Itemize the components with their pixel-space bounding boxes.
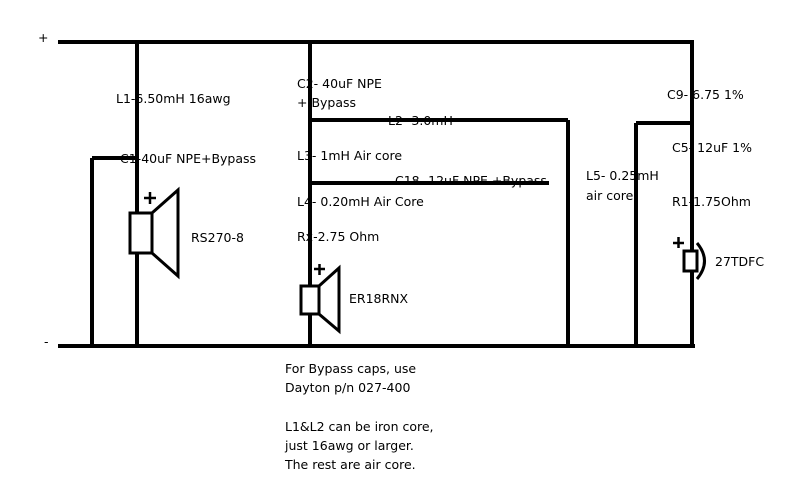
l5-label-line1: L5- 0.25mH: [586, 168, 659, 183]
woofer-label: RS270-8: [191, 230, 244, 245]
positive-rail-label: +: [38, 30, 48, 45]
note-line-2: Dayton p/n 027-400: [285, 380, 410, 395]
l3-label: L3- 1mH Air core: [297, 148, 402, 163]
c2-label-line1: C2- 40uF NPE: [297, 76, 382, 91]
tweeter-label: 27TDFC: [715, 254, 764, 269]
c5-label: C5- 12uF 1%: [672, 140, 752, 155]
note-line-3: L1&L2 can be iron core,: [285, 419, 434, 434]
l5-label-line2: air core: [586, 188, 634, 203]
midrange-speaker-icon: [299, 264, 341, 335]
c9-label: C9- 6.75 1%: [667, 87, 744, 102]
l1-label: L1-6.50mH 16awg: [116, 91, 231, 106]
note-line-5: The rest are air core.: [284, 457, 416, 472]
rx-label: Rx-2.75 Ohm: [297, 229, 379, 244]
c18-label: C18- 12uF NPE +Bypass: [395, 173, 547, 188]
c1-label: C1-40uF NPE+Bypass: [120, 151, 256, 166]
tweeter-speaker-icon: [673, 237, 706, 280]
l4-label: L4- 0.20mH Air Core: [297, 194, 424, 209]
l2-label: L2- 3.0mH: [388, 113, 453, 128]
note-line-4: just 16awg or larger.: [284, 438, 414, 453]
woofer-speaker-icon: [128, 186, 180, 280]
r1-label: R1-1.75Ohm: [672, 194, 751, 209]
midrange-label: ER18RNX: [349, 291, 409, 306]
negative-rail-label: -: [44, 334, 49, 349]
c2-label-line2: + Bypass: [297, 95, 356, 110]
note-line-1: For Bypass caps, use: [285, 361, 416, 376]
